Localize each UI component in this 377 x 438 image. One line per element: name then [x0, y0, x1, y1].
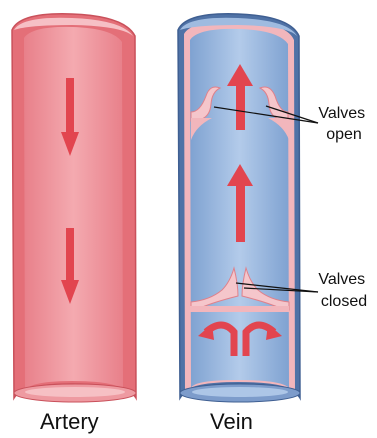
svg-text:Valves closed: Valves closed: [318, 271, 369, 310]
vein-label: Vein: [210, 409, 253, 434]
svg-text:Valves open: Valves open: [318, 105, 369, 143]
valves-open-label-line1: Valves: [318, 105, 365, 122]
valves-open-label-line2: open: [326, 126, 362, 143]
vein: Vein: [178, 14, 300, 434]
valves-closed-label-line2: closed: [321, 293, 367, 310]
artery: Artery: [12, 14, 136, 434]
valves-closed-label-line1: Valves: [318, 271, 365, 288]
artery-label: Artery: [40, 409, 99, 434]
